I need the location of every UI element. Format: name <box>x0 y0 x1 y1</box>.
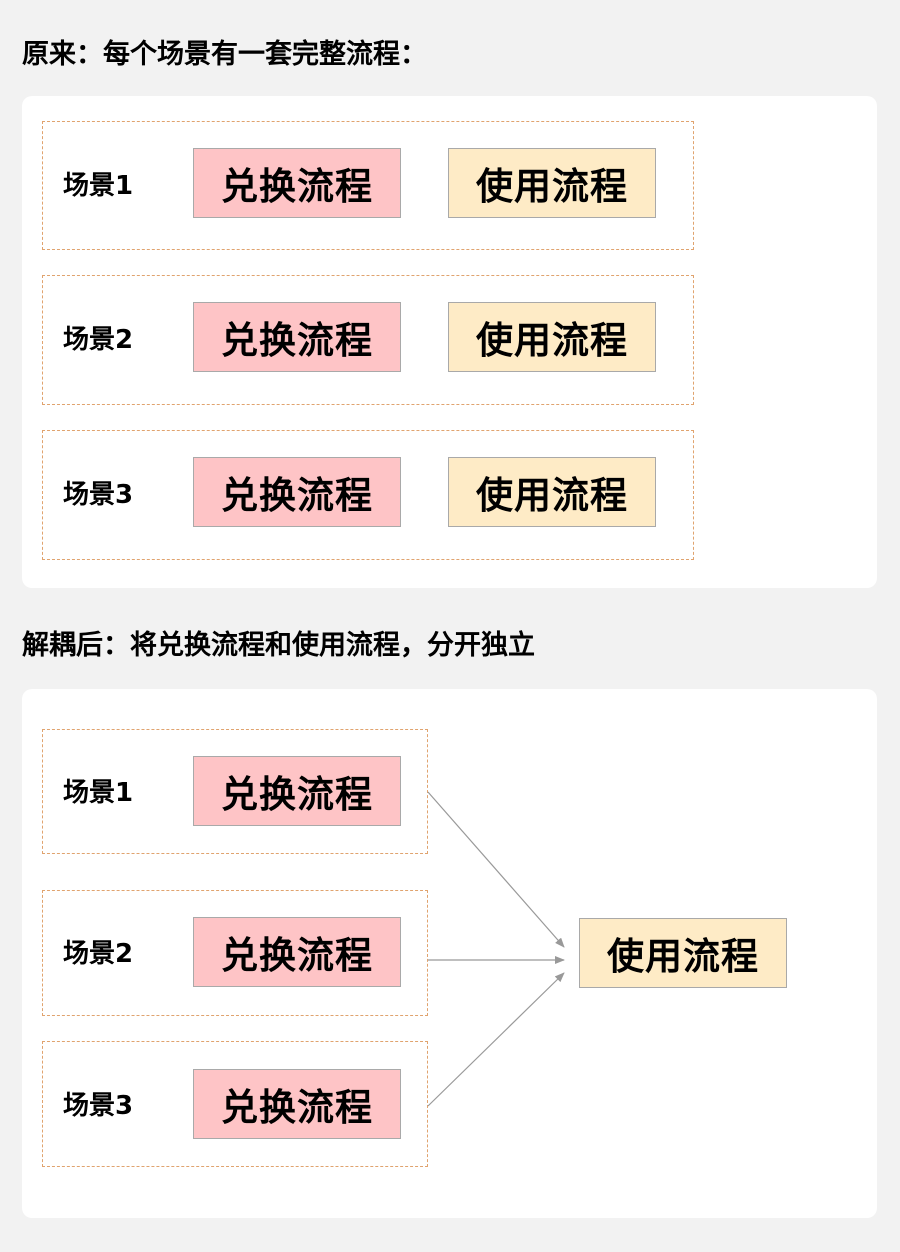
exchange-process-box: 兑换流程 <box>193 302 401 372</box>
use-process-box: 使用流程 <box>448 457 656 527</box>
exchange-process-box: 兑换流程 <box>193 756 401 826</box>
scene-label: 场景2 <box>63 325 134 355</box>
use-process-box: 使用流程 <box>448 148 656 218</box>
bottom-heading: 解耦后：将兑换流程和使用流程，分开独立 <box>22 630 535 661</box>
bottom-scene-2: 场景2 兑换流程 <box>42 890 428 1016</box>
top-scene-3: 场景3 兑换流程 使用流程 <box>42 430 694 560</box>
use-process-box: 使用流程 <box>448 302 656 372</box>
exchange-process-box: 兑换流程 <box>193 917 401 987</box>
top-scene-1: 场景1 兑换流程 使用流程 <box>42 121 694 250</box>
top-panel: 场景1 兑换流程 使用流程 场景2 兑换流程 使用流程 场景3 兑换流程 使用流… <box>22 96 877 588</box>
top-scene-2: 场景2 兑换流程 使用流程 <box>42 275 694 405</box>
scene-label: 场景2 <box>63 939 134 969</box>
scene-label: 场景1 <box>63 171 134 201</box>
exchange-process-box: 兑换流程 <box>193 1069 401 1139</box>
arrow-scene-1 <box>427 791 565 948</box>
bottom-scene-3: 场景3 兑换流程 <box>42 1041 428 1167</box>
shared-use-process-box: 使用流程 <box>579 918 787 988</box>
scene-label: 场景1 <box>63 778 134 808</box>
arrow-scene-3 <box>427 972 565 1107</box>
bottom-scene-1: 场景1 兑换流程 <box>42 729 428 854</box>
scene-label: 场景3 <box>63 1091 134 1121</box>
exchange-process-box: 兑换流程 <box>193 457 401 527</box>
scene-label: 场景3 <box>63 480 134 510</box>
connector-arrows <box>427 791 565 1107</box>
top-heading: 原来：每个场景有一套完整流程： <box>22 39 427 70</box>
bottom-panel: 场景1 兑换流程 场景2 兑换流程 场景3 兑换流程 使用流程 <box>22 689 877 1218</box>
exchange-process-box: 兑换流程 <box>193 148 401 218</box>
